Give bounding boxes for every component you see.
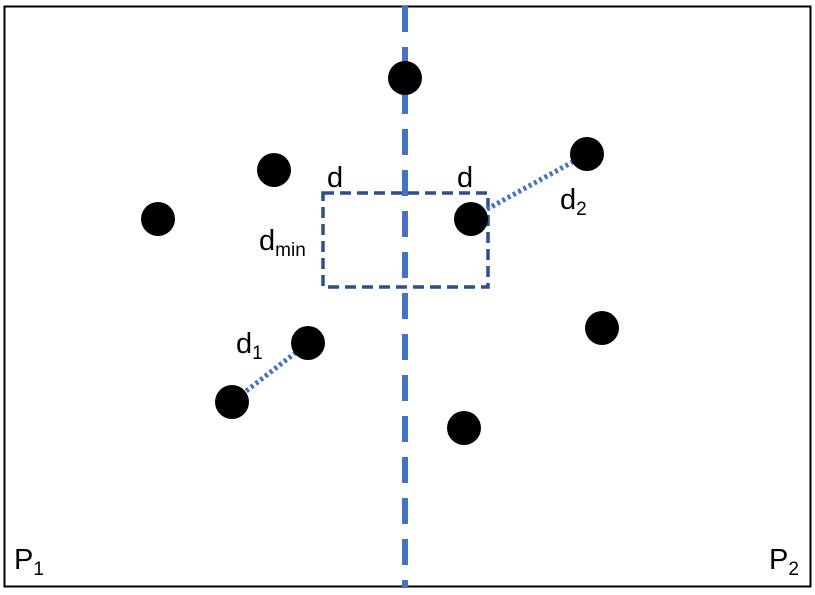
- label-d-right: d: [457, 162, 474, 194]
- point: [454, 202, 488, 236]
- point: [388, 61, 422, 95]
- strip-box: [321, 191, 490, 289]
- point: [257, 153, 291, 187]
- point: [570, 137, 604, 171]
- distance-line-d2: [469, 151, 589, 221]
- point: [215, 385, 249, 419]
- label-d-left: d: [327, 162, 344, 194]
- label-dmin: dmin: [259, 225, 306, 261]
- label-d2: d2: [560, 184, 587, 220]
- label-d1: d1: [236, 328, 263, 364]
- point: [141, 202, 175, 236]
- point: [447, 411, 481, 445]
- label-p2: P2: [769, 544, 799, 580]
- label-p1: P1: [14, 544, 44, 580]
- point: [585, 311, 619, 345]
- point: [291, 326, 325, 360]
